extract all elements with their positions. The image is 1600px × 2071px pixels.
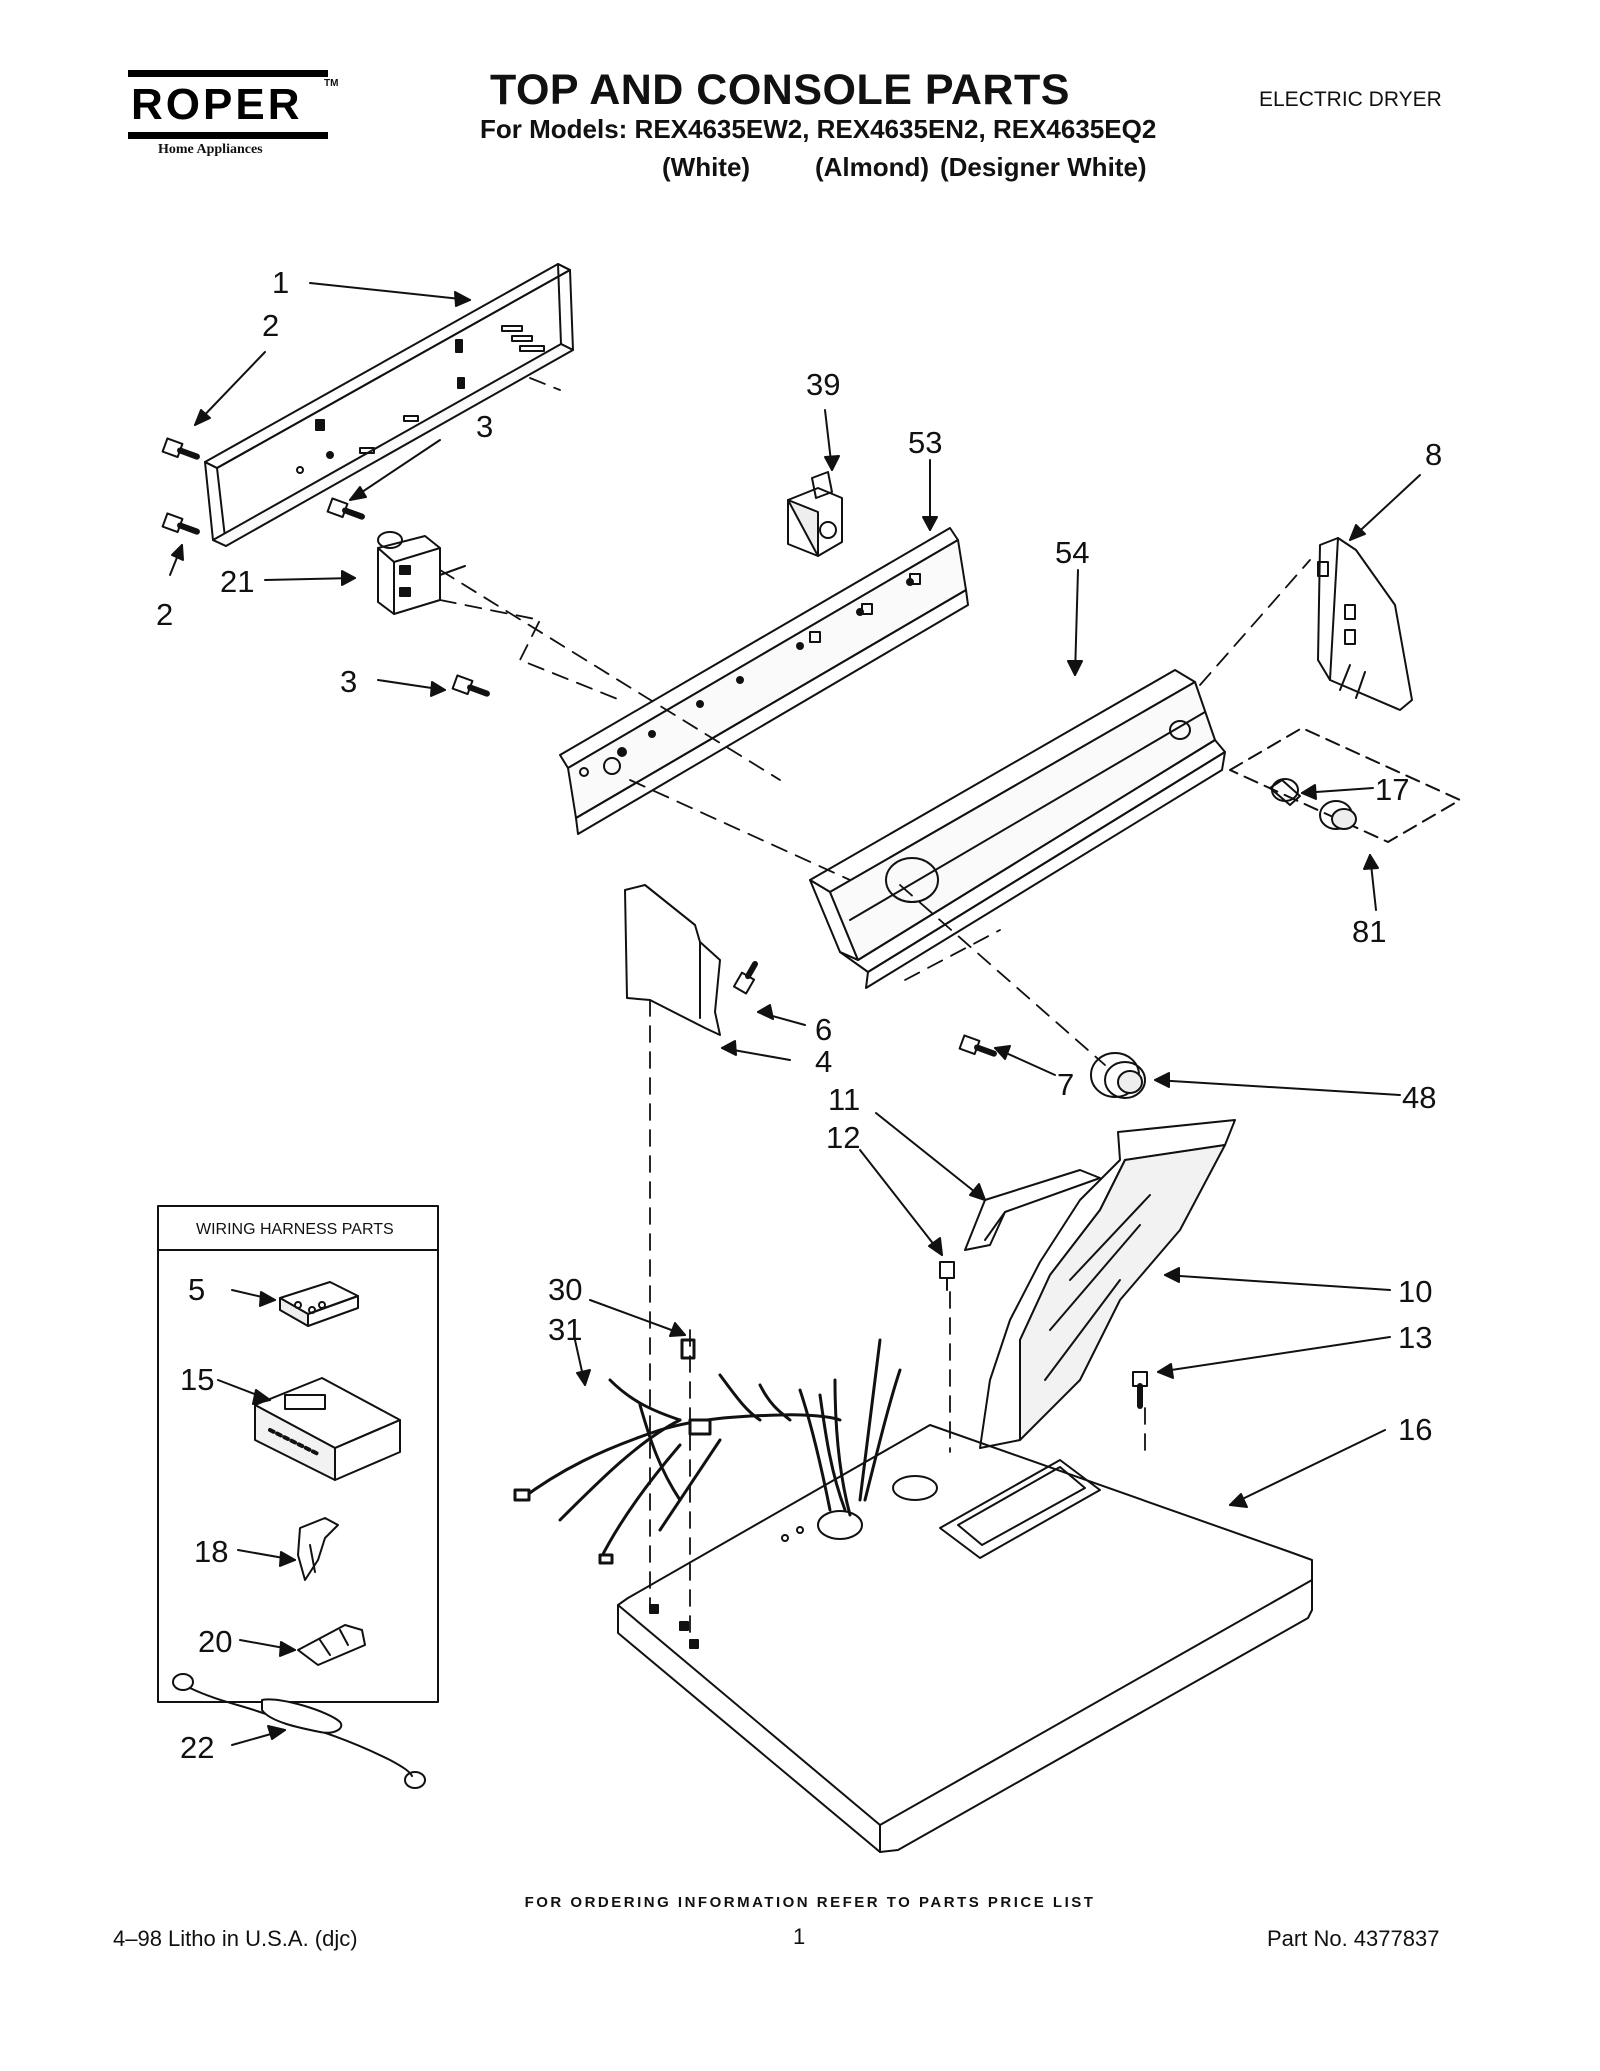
control-panel-bracket-part <box>559 527 969 835</box>
wiring-harness-arrows <box>217 1289 296 1746</box>
lint-filter-part <box>979 1119 1236 1449</box>
wiring-harness-box: WIRING HARNESS PARTS <box>157 1205 439 1789</box>
callout-53: 53 <box>908 425 942 460</box>
main-top-part <box>617 1424 1313 1853</box>
callout-3-upper: 3 <box>476 409 493 444</box>
timer-part <box>787 471 843 557</box>
console-bracket-part <box>204 263 574 547</box>
ordering-note: FOR ORDERING INFORMATION REFER TO PARTS … <box>524 1894 1096 1911</box>
callout-7: 7 <box>1057 1067 1074 1102</box>
terminal-part-20 <box>297 1624 366 1666</box>
side-panel-part <box>624 884 721 1036</box>
callout-15: 15 <box>180 1362 214 1397</box>
wiring-harness-title: WIRING HARNESS PARTS <box>196 1221 394 1238</box>
logo-trademark: TM <box>324 78 339 89</box>
variant-almond: (Almond) <box>815 152 930 182</box>
clip-part <box>939 1261 955 1291</box>
callout-30: 30 <box>548 1272 582 1307</box>
callout-12: 12 <box>826 1120 860 1155</box>
callout-3-lower: 3 <box>340 664 357 699</box>
callout-17: 17 <box>1375 772 1409 807</box>
callout-6: 6 <box>815 1012 832 1047</box>
roper-logo: ROPER TM Home Appliances <box>128 62 338 162</box>
knob-assembly-part <box>1229 727 1461 843</box>
connector-part-5 <box>279 1281 359 1327</box>
end-cap-part <box>1317 537 1413 711</box>
control-knob-part <box>1090 1052 1146 1099</box>
callout-48: 48 <box>1402 1080 1436 1115</box>
lint-screen-part <box>964 1169 1101 1251</box>
callout-18: 18 <box>194 1534 228 1569</box>
callout-10: 10 <box>1398 1274 1432 1309</box>
callout-39: 39 <box>806 367 840 402</box>
callout-22: 22 <box>180 1730 214 1765</box>
page-number: 1 <box>793 1924 806 1949</box>
models-line: For Models: REX4635EW2, REX4635EN2, REX4… <box>480 114 1157 144</box>
callout-labels: 1 2 2 3 3 4 6 7 8 10 11 12 13 16 17 21 3… <box>156 265 1442 1447</box>
wiring-harness-part <box>513 1338 902 1565</box>
callout-13: 13 <box>1398 1320 1432 1355</box>
screw-parts <box>161 437 1148 1409</box>
callout-21: 21 <box>220 564 254 599</box>
variant-designer-white: (Designer White) <box>940 152 1147 182</box>
terminal-block-part-15 <box>254 1377 401 1481</box>
assembly-lines <box>439 377 1311 1633</box>
logo-tagline: Home Appliances <box>158 142 263 157</box>
callout-31: 31 <box>548 1312 582 1347</box>
fuse-lead-part-22 <box>172 1673 426 1789</box>
callout-11: 11 <box>828 1082 860 1117</box>
clip-part-18 <box>297 1517 339 1581</box>
callout-20: 20 <box>198 1624 232 1659</box>
litho-note: 4–98 Litho in U.S.A. (djc) <box>113 1926 358 1951</box>
callout-16: 16 <box>1398 1412 1432 1447</box>
callout-5: 5 <box>188 1272 205 1307</box>
callout-2-upper: 2 <box>262 308 279 343</box>
leader-arrows <box>169 282 1421 1508</box>
variant-white: (White) <box>662 152 751 182</box>
callout-4: 4 <box>815 1044 832 1079</box>
console-part <box>809 669 1226 989</box>
callout-81: 81 <box>1352 914 1386 949</box>
callout-2-lower: 2 <box>156 597 173 632</box>
part-number: Part No. 4377837 <box>1267 1926 1440 1951</box>
document-type: ELECTRIC DRYER <box>1259 88 1442 111</box>
logo-bars <box>128 70 328 139</box>
page-title: TOP AND CONSOLE PARTS <box>490 66 1070 114</box>
callout-1: 1 <box>272 265 289 300</box>
callout-8: 8 <box>1425 437 1442 472</box>
logo-brand-name: ROPER <box>131 80 303 129</box>
callout-54: 54 <box>1055 535 1089 570</box>
